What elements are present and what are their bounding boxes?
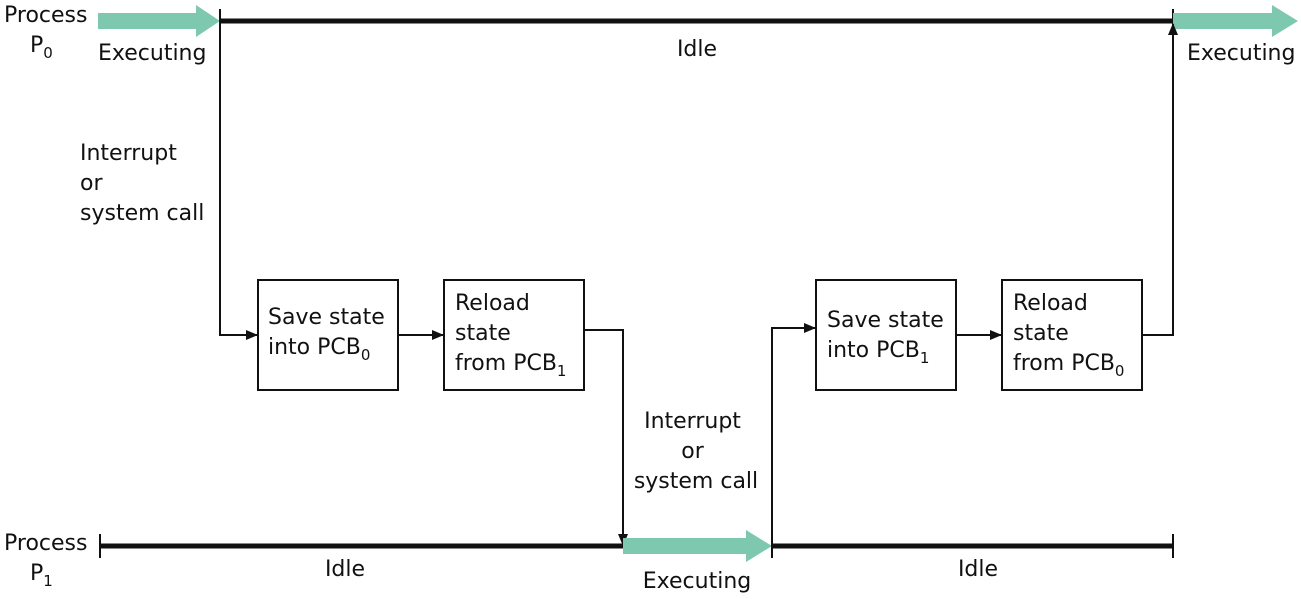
- p0-idle-label: Idle: [677, 37, 717, 62]
- box-save-state-pcb0-text: Save state into PCB0: [268, 305, 392, 364]
- p0-executing-arrow-left: [98, 5, 220, 37]
- box-reload-state-pcb0-text: Reload state from PCB0: [1013, 291, 1124, 380]
- p1-idle-label-right: Idle: [958, 557, 998, 582]
- process1-label: Process: [4, 531, 87, 556]
- box-save-state-pcb1: [815, 279, 957, 391]
- box-reload-state-pcb1: [443, 279, 585, 391]
- p0-executing-arrow-right: [1173, 5, 1298, 37]
- p1-executing-label: Executing: [643, 569, 751, 594]
- box-save-state-pcb0: [257, 279, 399, 391]
- connector-p1-to-save1: [771, 323, 816, 546]
- process0-label: Process: [4, 3, 87, 28]
- process1-name: P1: [30, 561, 53, 590]
- connector-reload1-to-p1: [584, 329, 628, 546]
- interrupt-label-middle: Interrupt or system call: [634, 409, 758, 494]
- p0-executing-label-right: Executing: [1187, 41, 1295, 66]
- box-reload-state-pcb0: [1001, 279, 1143, 391]
- connector-p0-to-save0: [219, 21, 258, 340]
- process0-name: P0: [30, 33, 53, 62]
- p1-idle-label-left: Idle: [325, 557, 365, 582]
- interrupt-label-left: Interrupt or system call: [80, 141, 204, 226]
- box-save-state-pcb1-text: Save state into PCB1: [827, 308, 951, 367]
- connector-reload0-to-p0: [1142, 23, 1178, 336]
- p0-executing-label-left: Executing: [98, 41, 206, 66]
- box-reload-state-pcb1-text: Reload state from PCB1: [455, 291, 566, 380]
- p1-executing-arrow: [623, 530, 772, 562]
